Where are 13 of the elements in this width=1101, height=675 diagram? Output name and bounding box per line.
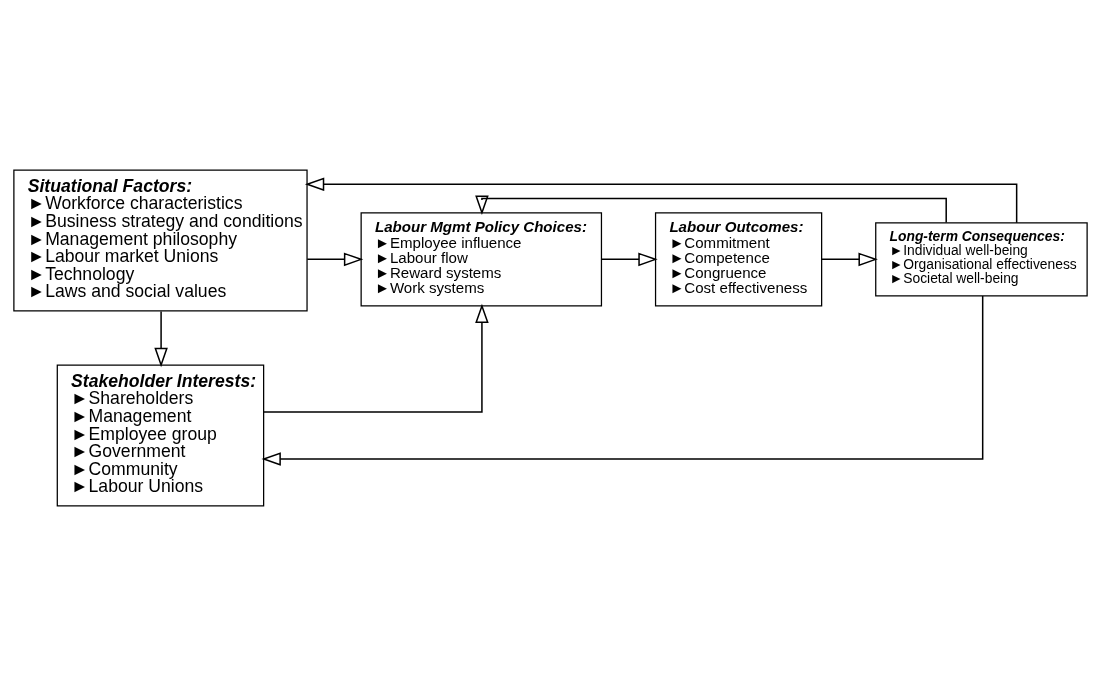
arrow	[261, 294, 984, 466]
arrow	[263, 303, 489, 413]
arrow	[154, 310, 168, 367]
arrow	[821, 252, 878, 266]
node-box: Labour Outcomes: ►Commitment ►Competence ►Congruence ►Cost effectiveness	[654, 211, 823, 307]
node-box: Stakeholder Interests: ►Shareholders ►Management ►Employee group ►Government ►Community ►Labour Unions	[56, 363, 265, 507]
arrow	[600, 252, 658, 266]
node-box: Labour Mgmt Policy Choices: ►Employee influence ►Labour flow ►Reward systems ►Work systems	[360, 211, 603, 307]
node-box: Long-term Consequences: ►Individual well-being ►Organisational effectiveness ►Societal well-being	[875, 221, 1088, 296]
arrow	[475, 195, 947, 223]
arrow	[306, 252, 364, 266]
node-box: Situational Factors: ►Workforce characteristics ►Business strategy and conditions ►Management philosophy ►Labour market Unions ►Technology ►Laws and social values	[13, 168, 308, 312]
arrow	[304, 177, 1018, 223]
